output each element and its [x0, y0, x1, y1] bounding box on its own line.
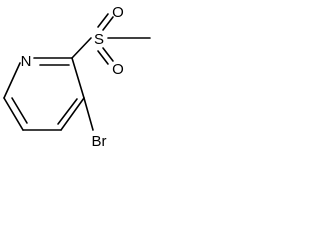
atom-oxygen-top: O [112, 4, 124, 21]
bond-c2-s [71, 37, 92, 59]
bond-c5-c6 [3, 97, 24, 131]
atom-nitrogen: N [21, 53, 32, 70]
bond-c3-br [83, 97, 94, 131]
bond-c6-n [3, 62, 21, 99]
bond-s-o-top [102, 16, 114, 31]
bond-s-o-bottom [102, 47, 114, 62]
atom-oxygen-bottom: O [112, 61, 124, 78]
bond-c2-c3 [71, 57, 85, 99]
chemical-structure: N S O O Br [3, 4, 151, 150]
bond-s-o-top-double [97, 13, 109, 28]
substituents [71, 13, 151, 131]
bond-c3-c4 [60, 97, 85, 131]
bond-c3-c4-double [57, 98, 78, 125]
atom-sulfur: S [94, 31, 104, 48]
atom-labels: N S O O Br [21, 4, 124, 150]
pyridine-ring [3, 57, 85, 131]
bond-s-o-bottom-double [97, 50, 109, 65]
atom-bromine: Br [92, 133, 107, 150]
bond-c5-c6-double [11, 97, 28, 124]
